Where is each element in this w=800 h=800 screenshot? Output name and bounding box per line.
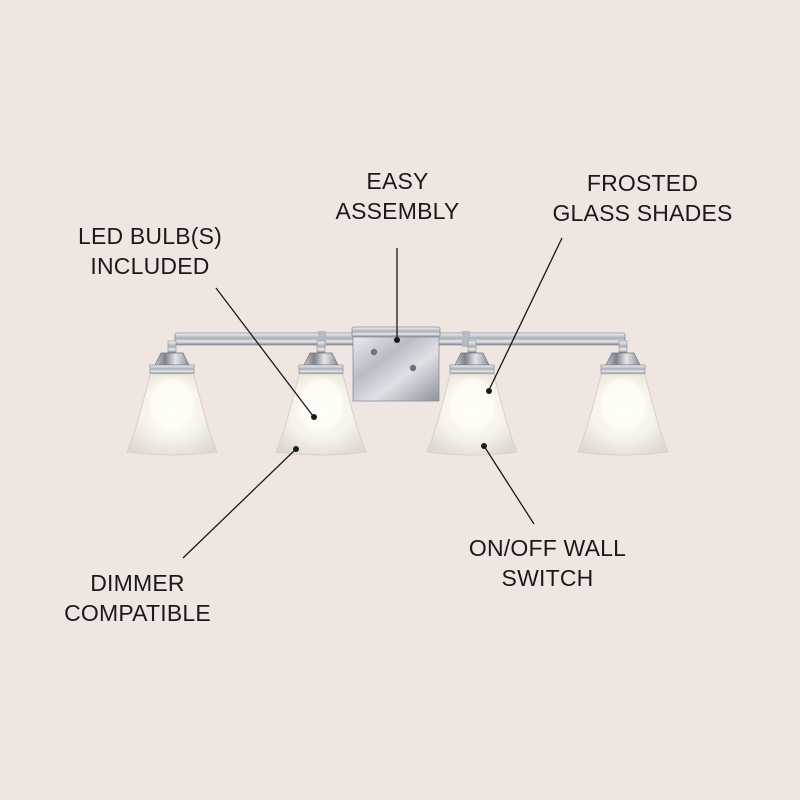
bulb-glow bbox=[450, 379, 494, 431]
led-bulbs-leader bbox=[215, 287, 314, 417]
shade-collar bbox=[149, 364, 195, 375]
callout-dimmer: DIMMER COMPATIBLE bbox=[40, 568, 235, 628]
callout-text: ON/OFF WALL bbox=[468, 535, 627, 561]
callout-easy-assembly: EASY ASSEMBLY bbox=[310, 166, 485, 226]
shade-cap bbox=[605, 352, 641, 366]
light-shade-4 bbox=[577, 340, 669, 456]
shade-cap bbox=[154, 352, 190, 366]
bulb-glow bbox=[150, 379, 194, 431]
screw-icon bbox=[409, 364, 417, 372]
frosted-glass-dot bbox=[486, 388, 492, 394]
callout-text: FROSTED bbox=[586, 170, 699, 196]
callout-text: COMPATIBLE bbox=[64, 600, 211, 626]
shade-arm bbox=[618, 340, 628, 354]
callout-text: ASSEMBLY bbox=[335, 198, 460, 224]
bulb-glow bbox=[299, 379, 343, 431]
dimmer-leader bbox=[182, 448, 297, 559]
shade-collar bbox=[449, 364, 495, 375]
callout-on-off-switch: ON/OFF WALL SWITCH bbox=[440, 533, 655, 593]
easy-assembly-dot bbox=[394, 337, 400, 343]
callout-led-bulbs: LED BULB(S) INCLUDED bbox=[55, 221, 245, 281]
callout-text: INCLUDED bbox=[90, 253, 210, 279]
bulb-glow bbox=[601, 379, 645, 431]
mounting-plate bbox=[351, 326, 441, 402]
on-off-switch-leader bbox=[483, 445, 535, 525]
shade-collar bbox=[298, 364, 344, 375]
shade-collar bbox=[600, 364, 646, 375]
callout-text: GLASS SHADES bbox=[552, 200, 733, 226]
screw-icon bbox=[370, 348, 378, 356]
callout-text: DIMMER bbox=[90, 570, 185, 596]
callout-frosted-glass: FROSTED GLASS SHADES bbox=[525, 168, 760, 228]
shade-cap bbox=[454, 352, 490, 366]
shade-arm bbox=[467, 340, 477, 354]
callout-text: SWITCH bbox=[501, 565, 594, 591]
light-shade-2 bbox=[275, 340, 367, 456]
led-bulbs-dot bbox=[311, 414, 317, 420]
callout-lines bbox=[182, 237, 563, 559]
callout-text: EASY bbox=[366, 168, 429, 194]
dimmer-dot bbox=[293, 446, 299, 452]
callout-text: LED BULB(S) bbox=[77, 223, 223, 249]
shade-arm bbox=[316, 340, 326, 354]
light-shade-1 bbox=[126, 340, 218, 456]
light-shade-3 bbox=[426, 340, 518, 456]
on-off-switch-dot bbox=[481, 443, 487, 449]
light-shades bbox=[126, 340, 669, 456]
shade-cap bbox=[303, 352, 339, 366]
shade-arm bbox=[167, 340, 177, 354]
frosted-glass-leader bbox=[488, 237, 563, 391]
